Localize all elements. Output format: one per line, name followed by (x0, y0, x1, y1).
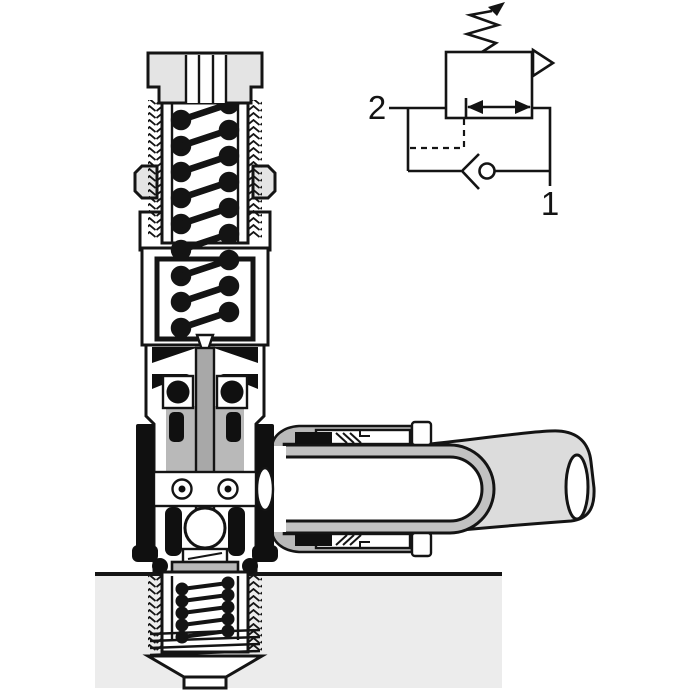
stem-threads-right (248, 100, 262, 238)
pilot-line (409, 119, 466, 150)
port-1-label: 1 (541, 185, 559, 222)
collet-grip-bottom (295, 534, 332, 546)
lip-seal-left (169, 412, 184, 442)
base-threads-left (148, 575, 162, 651)
release-collar-tab-top (410, 420, 433, 447)
return-spring (175, 576, 235, 644)
seat-seal-left (165, 507, 182, 556)
seal-foot-left (132, 545, 158, 562)
o-ring-right (220, 380, 244, 404)
piston-seal-left (152, 347, 199, 363)
schematic-check-valve-icon (460, 153, 496, 190)
tube-bore-cut-face (564, 453, 590, 521)
outlet-window (255, 466, 275, 512)
release-collar-tab-bottom (410, 531, 433, 558)
base-o-ring-left (152, 558, 168, 574)
o-ring-left (166, 380, 190, 404)
lip-seal-right (226, 412, 241, 442)
schematic-flow-arrow (464, 98, 531, 117)
port-2-label: 2 (368, 89, 386, 126)
coarse-threads (149, 628, 261, 657)
stem-threads-left (148, 100, 162, 238)
schematic-symbol: 2 1 (368, 2, 559, 222)
regulator-valve (132, 51, 286, 690)
schematic-spring-icon (462, 2, 505, 54)
seal-foot-right (252, 545, 278, 562)
tube-wall-section (282, 443, 496, 535)
collet-grip-top (295, 432, 332, 444)
port-1-line (532, 106, 552, 186)
piston-seal-right (211, 347, 258, 363)
base-o-ring-right (242, 558, 258, 574)
seat-seal-right (228, 507, 245, 556)
push-in-fitting-and-tube (270, 420, 596, 558)
main-spring (170, 93, 240, 339)
mounting-stud (142, 570, 268, 690)
body-seal-left (136, 424, 154, 548)
knob-slot (184, 55, 228, 103)
flow-passage (152, 470, 258, 508)
schematic-exhaust-triangle-icon (531, 47, 556, 79)
nozzle-tip (182, 675, 228, 690)
base-threads-right (248, 575, 262, 651)
valve-ball (183, 506, 227, 550)
tube-bore-section (284, 457, 482, 521)
